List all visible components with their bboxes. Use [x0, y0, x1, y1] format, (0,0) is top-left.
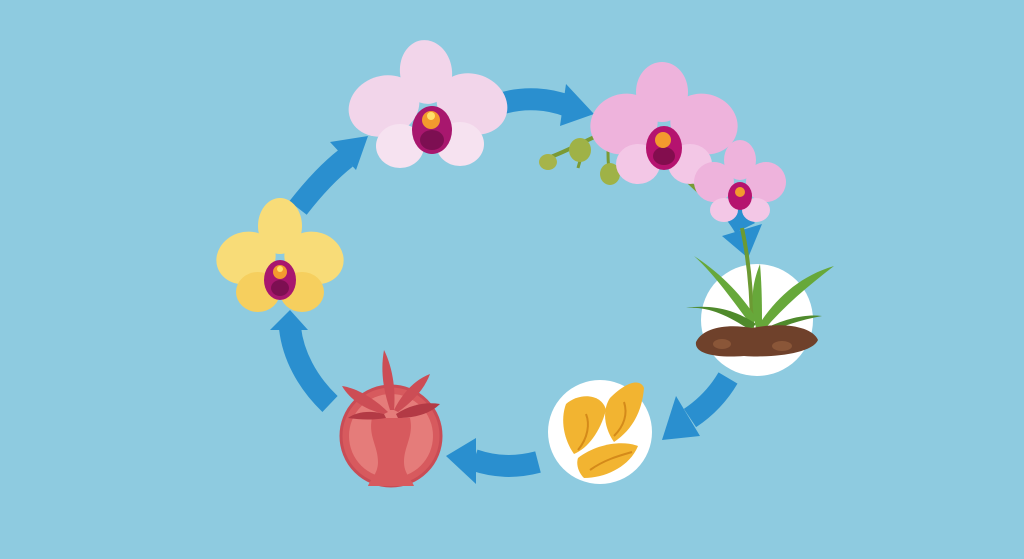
seed-pods — [548, 380, 652, 484]
arrow-left-upper — [289, 136, 368, 215]
potted-orchid-plant — [686, 227, 834, 376]
yellow-orchid-flower — [216, 198, 344, 312]
pale-pink-orchid-flower — [348, 40, 508, 168]
pink-orchid-stem-with-buds — [539, 62, 786, 222]
arrow-right-lower — [662, 372, 738, 440]
red-plant-in-vase — [339, 350, 443, 488]
arrow-top — [496, 84, 594, 126]
arrow-left-lower — [270, 310, 338, 412]
arrow-bottom — [446, 438, 541, 484]
